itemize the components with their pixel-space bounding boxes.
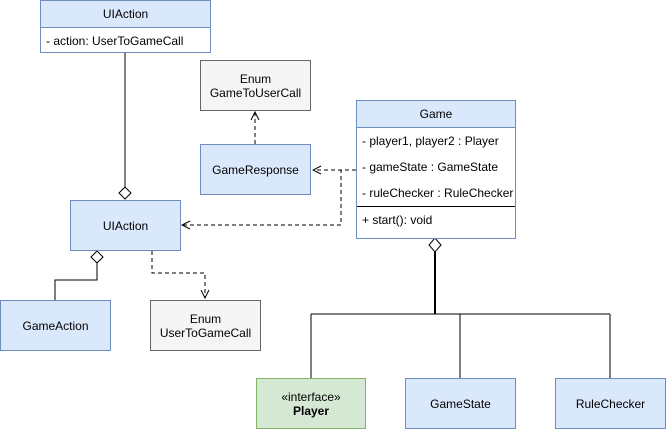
composition-diamond-game bbox=[428, 237, 442, 253]
game-action-title: GameAction bbox=[22, 318, 89, 333]
uiaction-class[interactable]: UIAction bbox=[70, 200, 181, 251]
enum-user-to-game-call[interactable]: Enum UserToGameCall bbox=[150, 300, 261, 351]
enum-game-to-user-call[interactable]: Enum GameToUserCall bbox=[200, 60, 311, 111]
uiaction-top-class[interactable]: UIAction - action: UserToGameCall bbox=[40, 0, 211, 53]
game-state-title: GameState bbox=[430, 396, 491, 411]
rule-checker-title: RuleChecker bbox=[575, 396, 646, 411]
player-stereotype: «interface» bbox=[281, 389, 341, 404]
game-field-gamestate: - gameState : GameState bbox=[362, 160, 499, 174]
game-method-start: + start(): void bbox=[357, 206, 515, 233]
aggregation-diamond-uiaction-top bbox=[118, 186, 132, 200]
player-name: Player bbox=[292, 403, 330, 418]
aggregation-line-gameaction bbox=[54, 263, 98, 300]
aggregation-diamond-gameaction bbox=[90, 250, 104, 264]
player-interface[interactable]: «interface» Player bbox=[256, 378, 366, 429]
uiaction-title: UIAction bbox=[102, 218, 149, 233]
game-response-class[interactable]: GameResponse bbox=[200, 144, 311, 195]
game-state-class[interactable]: GameState bbox=[405, 378, 516, 429]
dependency-game-uiaction bbox=[182, 169, 356, 225]
game-action-class[interactable]: GameAction bbox=[0, 300, 111, 351]
game-title: Game bbox=[357, 101, 515, 128]
enum-name: GameToUserCall bbox=[209, 85, 302, 100]
game-field-rulechecker: - ruleChecker : RuleChecker bbox=[362, 186, 514, 200]
uiaction-top-title: UIAction bbox=[41, 1, 210, 28]
uiaction-top-field: - action: UserToGameCall bbox=[46, 34, 184, 48]
rule-checker-class[interactable]: RuleChecker bbox=[555, 378, 666, 429]
game-response-title: GameResponse bbox=[212, 162, 299, 177]
dependency-uiaction-enum bbox=[151, 251, 205, 298]
game-class[interactable]: Game - player1, player2 : Player - gameS… bbox=[356, 100, 516, 239]
game-field-players: - player1, player2 : Player bbox=[362, 134, 499, 148]
enum-name: UserToGameCall bbox=[159, 325, 252, 340]
enum-stereotype: Enum bbox=[189, 311, 222, 326]
enum-stereotype: Enum bbox=[239, 71, 272, 86]
